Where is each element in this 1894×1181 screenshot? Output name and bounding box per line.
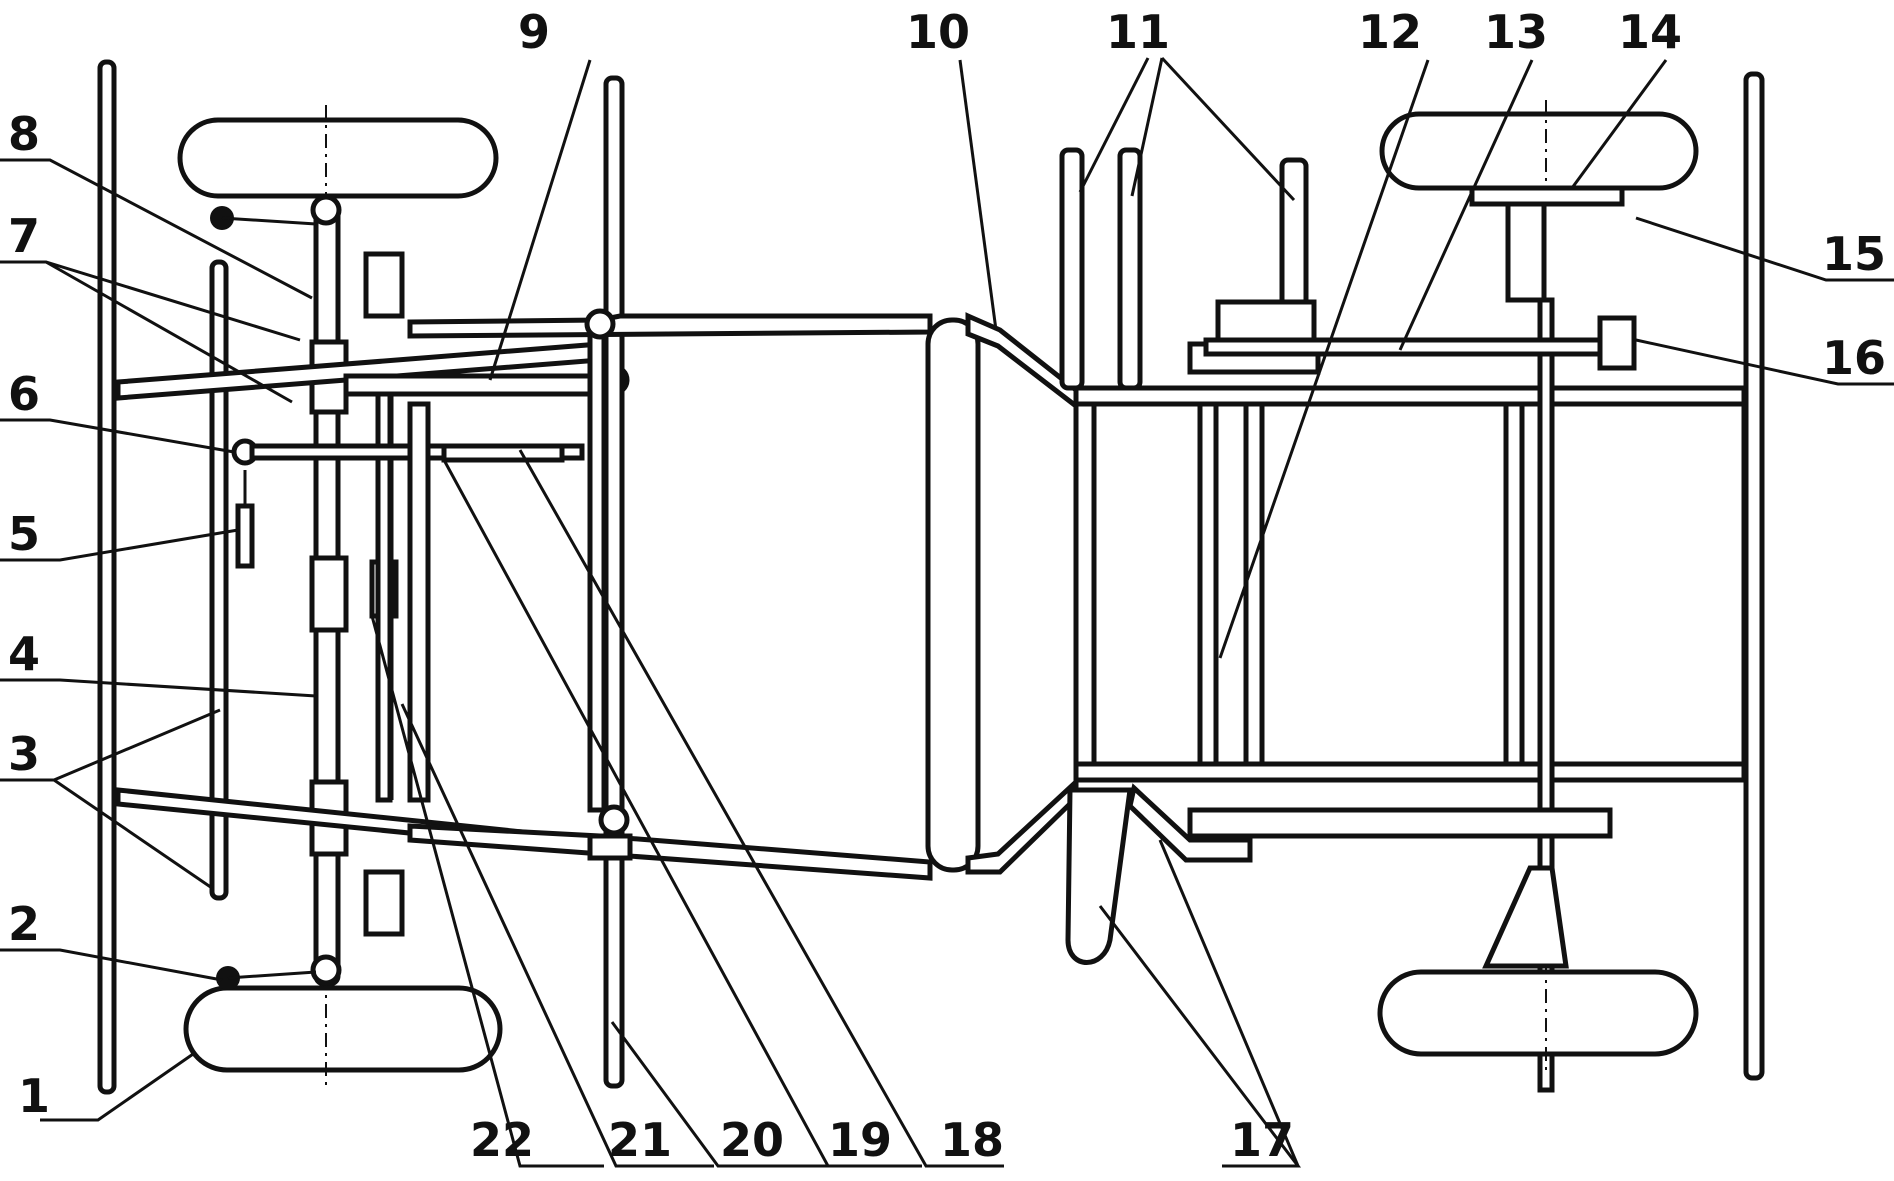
rear-hub-lower — [1482, 865, 1569, 969]
tunnel-lower — [965, 776, 1079, 875]
center-bracket — [587, 833, 633, 861]
rear-frame-bottom — [1073, 761, 1753, 783]
lever-1 — [1059, 147, 1085, 391]
spring-clamp-upper — [363, 251, 405, 319]
callout-3: 3 — [8, 727, 40, 781]
callout-12: 12 — [1358, 5, 1422, 59]
callout-17: 17 — [1230, 1113, 1294, 1167]
rear-frame-top — [1073, 385, 1753, 407]
center-frame-left — [407, 401, 431, 803]
axle-housing-mid — [309, 555, 349, 633]
rear-rail-c — [1503, 401, 1525, 767]
spring-clamp-lower — [363, 869, 405, 937]
front-outer-rod — [97, 59, 117, 1095]
callout-18: 18 — [940, 1113, 1004, 1167]
callout-19: 19 — [828, 1113, 892, 1167]
pivot-bottom-center — [598, 804, 630, 836]
callout-labels: 1 2 3 4 5 6 7 8 9 10 11 12 13 14 15 16 1… — [8, 5, 1886, 1167]
lever-2 — [1117, 147, 1143, 391]
callout-16: 16 — [1822, 331, 1886, 385]
tie-rod — [209, 259, 229, 901]
bracket-17 — [1065, 787, 1133, 965]
rear-rail-b — [1243, 401, 1265, 767]
callout-4: 4 — [8, 627, 40, 681]
front-inner-rod — [375, 377, 393, 803]
rear-longitudinal-bar — [1203, 337, 1621, 357]
fuel-tank — [925, 317, 981, 873]
callout-21: 21 — [608, 1113, 672, 1167]
mid-vertical-rod — [603, 75, 625, 1089]
rear-outer-rod — [1743, 71, 1765, 1081]
center-frame-bottom — [407, 823, 933, 881]
callout-22: 22 — [470, 1113, 534, 1167]
callout-2: 2 — [8, 897, 40, 951]
rear-rail-a — [1197, 401, 1219, 767]
bracket-16 — [1597, 315, 1637, 371]
callout-11: 11 — [1106, 5, 1170, 59]
callout-7: 7 — [8, 209, 40, 263]
hub-14 — [1469, 185, 1625, 207]
rear-bottom-plate — [1187, 807, 1613, 839]
callout-5: 5 — [8, 507, 40, 561]
bracket-17b — [1127, 783, 1253, 863]
front-longitudinal-bar — [343, 373, 617, 397]
lever-3 — [1279, 157, 1309, 315]
rear-frame-left — [1073, 401, 1097, 767]
callout-9: 9 — [518, 5, 550, 59]
center-frame-inner — [587, 327, 607, 813]
callout-1: 1 — [18, 1069, 50, 1123]
callout-13: 13 — [1484, 5, 1548, 59]
hub-support — [1505, 201, 1547, 303]
rear-wheel-bottom — [1377, 969, 1699, 1057]
rear-wheel-top — [1379, 111, 1699, 191]
front-wheel-top — [177, 117, 499, 199]
kingpin-top — [310, 194, 342, 226]
leader-lines — [0, 56, 1894, 1168]
callout-14: 14 — [1618, 5, 1682, 59]
pivot-top-center — [584, 308, 616, 340]
callout-8: 8 — [8, 107, 40, 161]
callout-10: 10 — [906, 5, 970, 59]
callout-15: 15 — [1822, 227, 1886, 281]
center-frame-top — [407, 313, 933, 339]
steering-damper — [235, 503, 255, 569]
front-wheel-bottom — [183, 985, 503, 1073]
link-sleeve-18 — [441, 443, 565, 463]
kingpin-bottom — [310, 954, 342, 986]
callout-20: 20 — [720, 1113, 784, 1167]
callout-6: 6 — [8, 367, 40, 421]
